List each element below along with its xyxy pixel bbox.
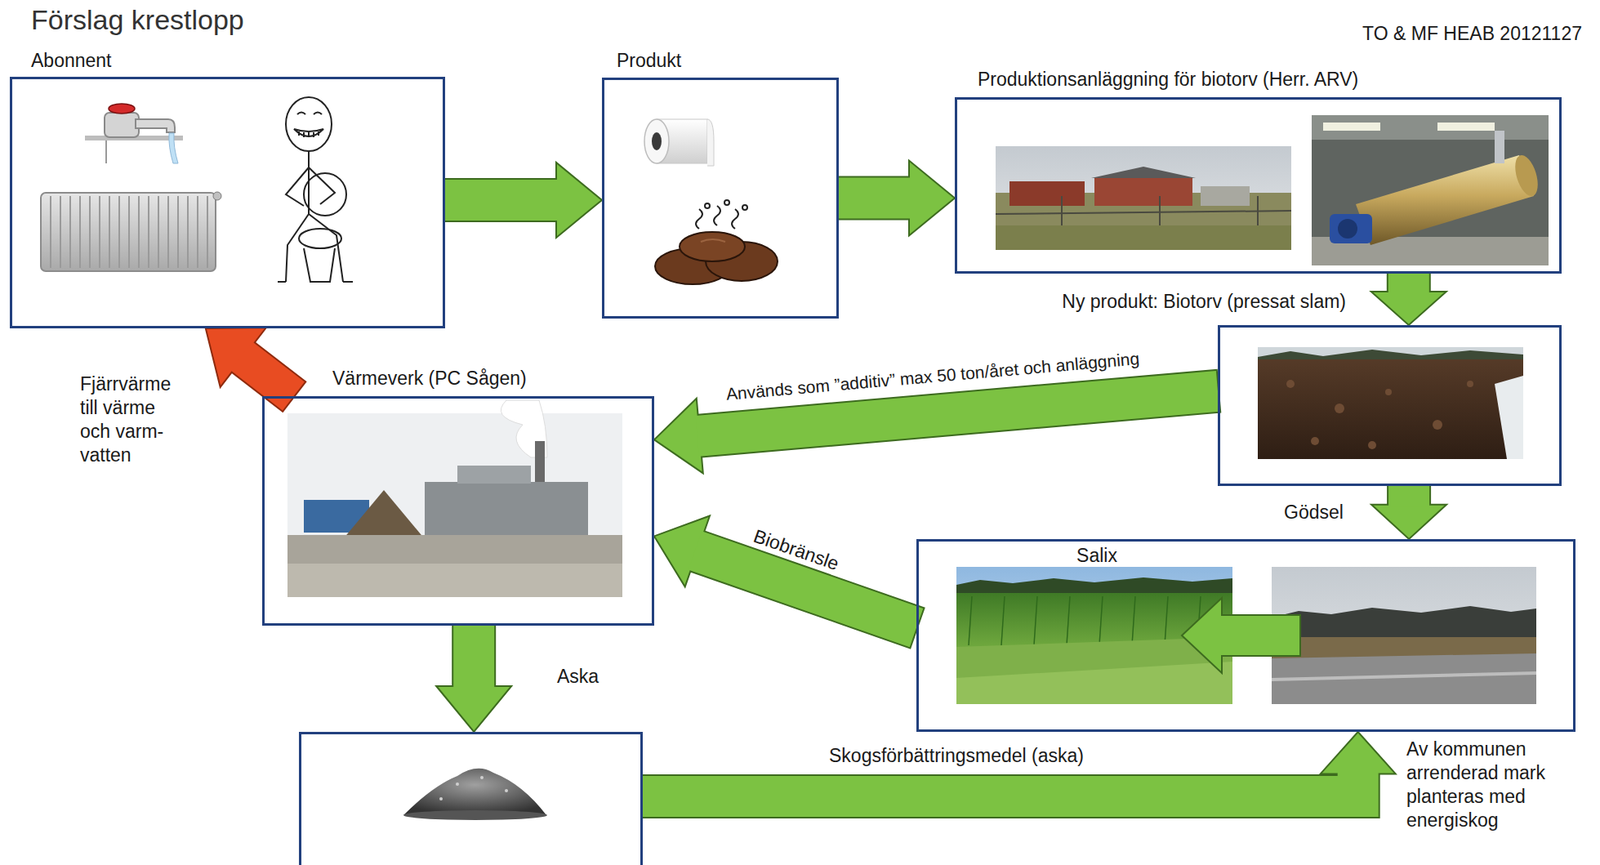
flow-arrow (837, 160, 955, 237)
box-heading: Produkt (616, 49, 682, 72)
sludge-photo (1257, 347, 1524, 460)
box-heading: Abonnent (31, 49, 112, 72)
flow-arrow (436, 623, 512, 732)
radiator-icon (40, 191, 222, 272)
arrow-label: Gödsel (1283, 501, 1344, 523)
side-note: Av kommunen arrenderad mark planteras me… (1406, 737, 1570, 833)
process-box: Aska (298, 731, 643, 865)
box-heading: Salix (958, 544, 1235, 567)
ash-pile (403, 768, 548, 821)
box-heading: Ny produkt: Biotorv (pressat slam) (1061, 290, 1346, 312)
flow-arrow (1371, 271, 1447, 326)
flow-arrow (641, 731, 1396, 797)
flow-arrow (1371, 484, 1447, 540)
field-photo (1271, 566, 1537, 705)
process-box: Värmeverk (PC Sågen) (262, 396, 655, 626)
heating-plant-photo (287, 400, 623, 598)
box-heading: Produktionsanläggning för biotorv (Herr.… (977, 68, 1359, 90)
box-heading: Aska (557, 665, 599, 687)
arrow-label: Skogsförbättringsmedel (aska) (828, 744, 1084, 767)
poop-icon (655, 200, 778, 285)
toilet-roll-icon (644, 119, 714, 166)
flow-arrow (654, 516, 919, 629)
inner-arrow (1181, 597, 1301, 673)
machine-photo (1311, 115, 1549, 266)
flow-arrow (654, 391, 1220, 474)
author-date-note: TO & MF HEAB 20121127 (1362, 22, 1583, 45)
stick-figure (277, 97, 353, 282)
diagram-title: Förslag krestlopp (31, 3, 245, 36)
arrow-label: Fjärrvärme till värme och varm- vatten (80, 372, 183, 468)
process-box: Ny produkt: Biotorv (pressat slam) (1217, 325, 1562, 486)
process-box: Produktionsanläggning för biotorv (Herr.… (954, 97, 1562, 274)
heat-flow-arrow (205, 327, 295, 397)
flow-arrow (443, 162, 602, 238)
process-box: Abonnent (9, 76, 446, 329)
faucet-icon (84, 103, 183, 164)
process-box: Produkt (601, 77, 839, 319)
process-box: Salix (916, 539, 1576, 732)
farm-photo (995, 146, 1292, 250)
box-heading: Värmeverk (PC Sågen) (332, 367, 527, 389)
